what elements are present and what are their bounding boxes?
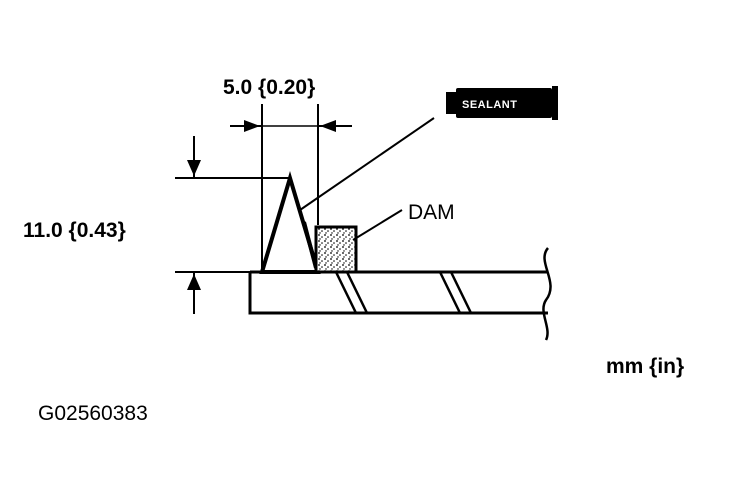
width-dimension (230, 104, 352, 272)
dam-leader-line (352, 209, 403, 241)
figure-id: G02560383 (38, 402, 148, 425)
units-label: mm {in} (606, 355, 684, 378)
sealant-tube-icon: SEALANT (446, 86, 558, 120)
sealant-bead (259, 170, 321, 274)
sealant-leader-line (299, 117, 435, 211)
height-dimension-label: 11.0 {0.43} (23, 219, 126, 242)
dam-block (314, 225, 358, 274)
sealant-tube-label: SEALANT (462, 99, 517, 111)
width-dimension-label: 5.0 {0.20} (223, 76, 315, 99)
dam-label: DAM (408, 201, 455, 224)
height-dimension (175, 136, 290, 314)
